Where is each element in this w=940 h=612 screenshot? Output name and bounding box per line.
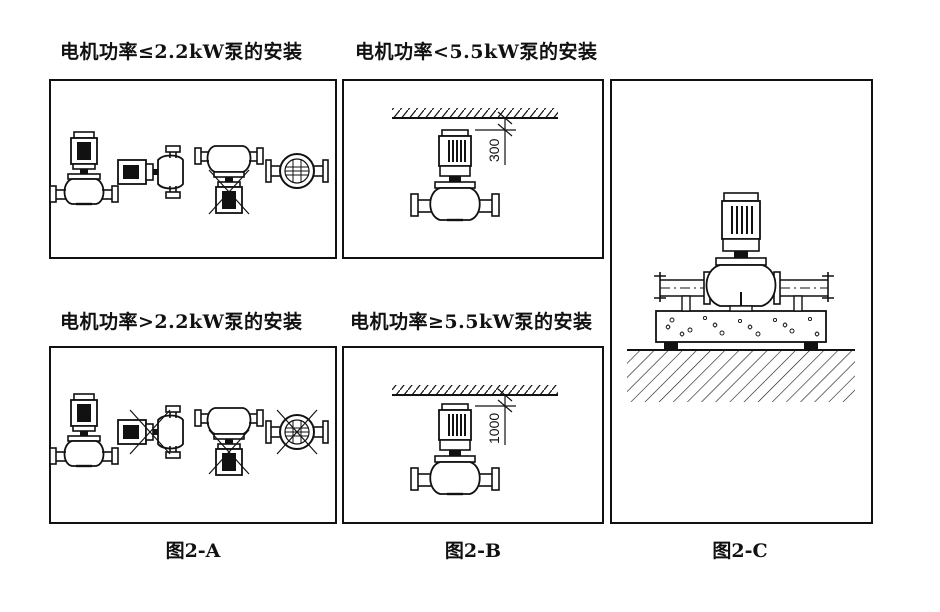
panel-b-bottom	[342, 346, 604, 524]
panel-b-top	[342, 79, 604, 259]
ground-hatch	[627, 350, 855, 402]
figure-label-b: 图2-B	[444, 540, 502, 562]
caption-a-bottom: 电机功率>2.2kW泵的安装	[60, 311, 303, 333]
figure-label-c: 图2-C	[712, 540, 768, 562]
caption-b-bottom: 电机功率≥5.5kW泵的安装	[350, 311, 593, 333]
caption-b-top: 电机功率<5.5kW泵的安装	[355, 41, 598, 63]
caption-a-top: 电机功率≤2.2kW泵的安装	[60, 41, 303, 63]
concrete-texture	[665, 315, 820, 337]
ceiling-hatch	[392, 385, 558, 395]
figure-label-a: 图2-A	[165, 540, 221, 562]
ceiling-hatch	[392, 108, 558, 118]
concrete-base	[655, 310, 827, 343]
dimension-label-top: 300	[486, 138, 502, 162]
dimension-label-bottom: 1000	[486, 413, 502, 444]
pump-vertical-icon	[705, 192, 777, 312]
